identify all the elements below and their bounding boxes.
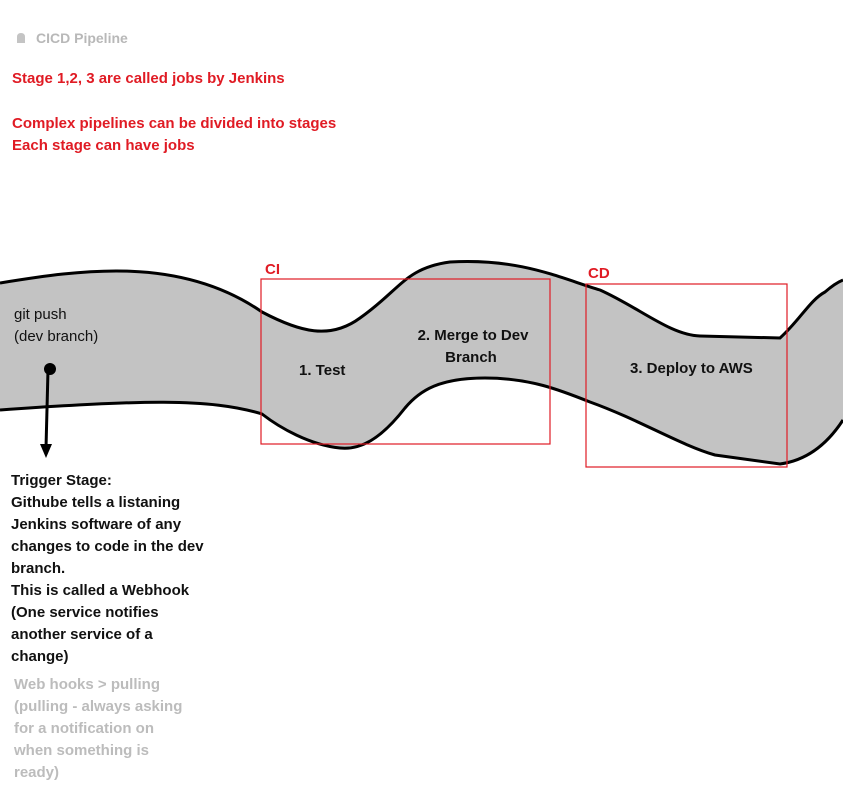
trigger-line: Jenkins software of any [11, 516, 182, 533]
pipeline-bottom-edge [0, 376, 843, 466]
trigger-line: change) [11, 648, 69, 665]
webhook-line: (pulling - always asking [14, 698, 183, 715]
trigger-arrow-line [44, 369, 50, 449]
trigger-line: another service of a [11, 626, 153, 643]
trigger-line: changes to code in the dev [11, 538, 204, 555]
trigger-stage-description: Trigger Stage: Githube tells a listaning… [11, 470, 241, 668]
source-label-line-1: git push [14, 306, 67, 323]
stage-test-label: 1. Test [299, 362, 345, 379]
page-title: CICD Pipeline [36, 30, 128, 46]
trigger-line: Trigger Stage: [11, 472, 112, 489]
ci-label: CI [265, 261, 280, 278]
webhook-line: ready) [14, 764, 60, 781]
webhook-line: when something is [14, 742, 150, 759]
webhook-line: for a notification on [14, 720, 154, 737]
trigger-line: This is called a Webhook [11, 582, 190, 599]
stage-merge-label-line-2: Branch [445, 349, 497, 366]
trigger-arrow-origin [44, 363, 56, 375]
note-stages: Complex pipelines can be divided into st… [12, 115, 337, 132]
page-header: CICD Pipeline [14, 30, 128, 46]
pipeline-top-edge [0, 259, 843, 340]
source-label-line-2: (dev branch) [14, 328, 98, 345]
stage-merge-label-line-1: 2. Merge to Dev [418, 327, 530, 344]
webhook-note: Web hooks > pulling (pulling - always as… [14, 674, 244, 784]
pipeline-pipe-body [0, 261, 843, 464]
cd-stage-box [585, 283, 788, 468]
note-stage-jobs: Each stage can have jobs [12, 137, 195, 154]
page-icon [17, 33, 25, 43]
trigger-line: (One service notifies [11, 604, 159, 621]
webhook-line: Web hooks > pulling [14, 676, 160, 693]
trigger-line: branch. [11, 560, 66, 577]
stage-deploy-label: 3. Deploy to AWS [630, 360, 753, 377]
trigger-line: Githube tells a listaning [11, 494, 181, 511]
trigger-arrow-head [40, 444, 52, 458]
cd-label: CD [588, 265, 610, 282]
note-jobs: Stage 1,2, 3 are called jobs by Jenkins [12, 70, 285, 87]
ci-stage-box [260, 278, 551, 445]
